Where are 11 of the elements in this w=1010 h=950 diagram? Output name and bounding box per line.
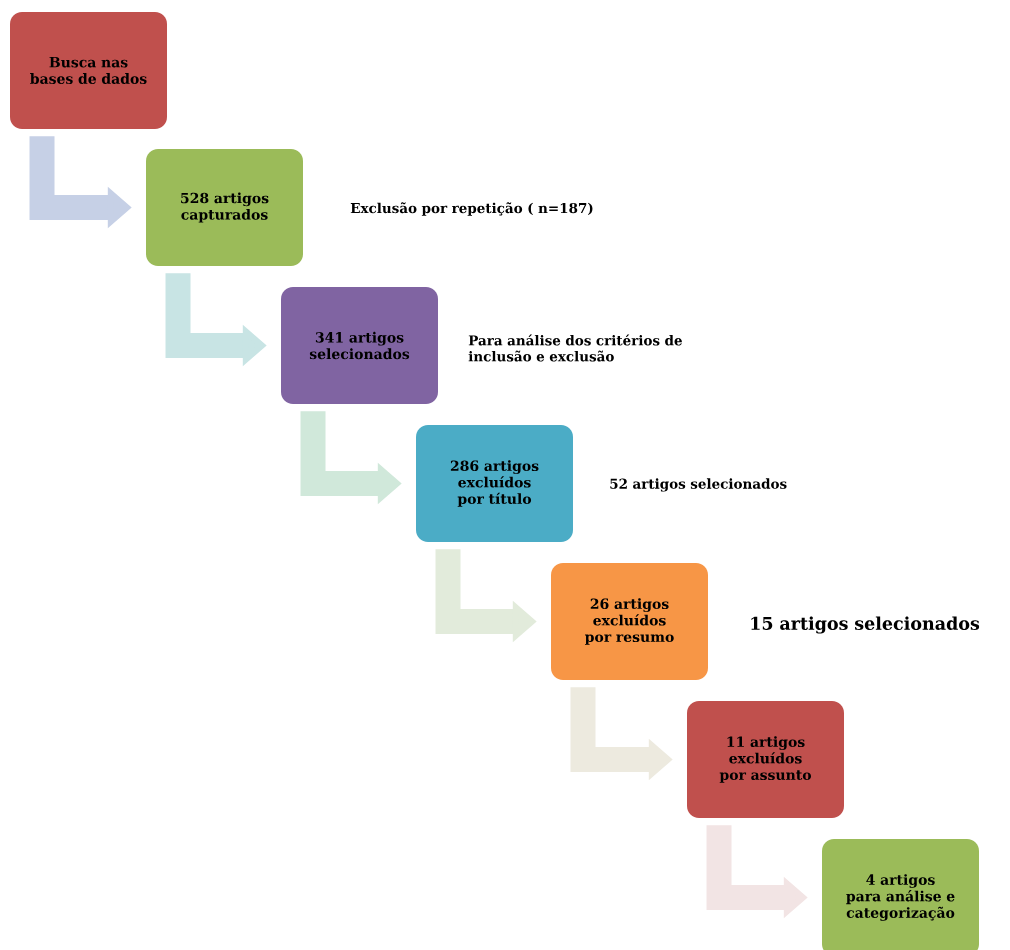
note-text: 15 artigos selecionados	[751, 616, 980, 634]
process-box: Busca nas bases de dados	[10, 12, 167, 129]
process-box: 286 artigos excluídos por título	[416, 425, 573, 542]
note-text: Para análise dos critérios de inclusão e exclusão	[468, 334, 682, 362]
process-box: 4 artigos para análise e categorização	[822, 839, 979, 950]
process-box: 11 artigos excluídos por assunto	[687, 701, 844, 818]
process-box: 528 artigos capturados	[146, 149, 303, 266]
note-text: 52 artigos selecionados	[610, 478, 787, 492]
process-box: 26 artigos excluídos por resumo	[551, 563, 708, 680]
note-text: Exclusão por repetição ( n=187)	[350, 202, 593, 216]
process-box: 341 artigos selecionados	[281, 287, 438, 404]
